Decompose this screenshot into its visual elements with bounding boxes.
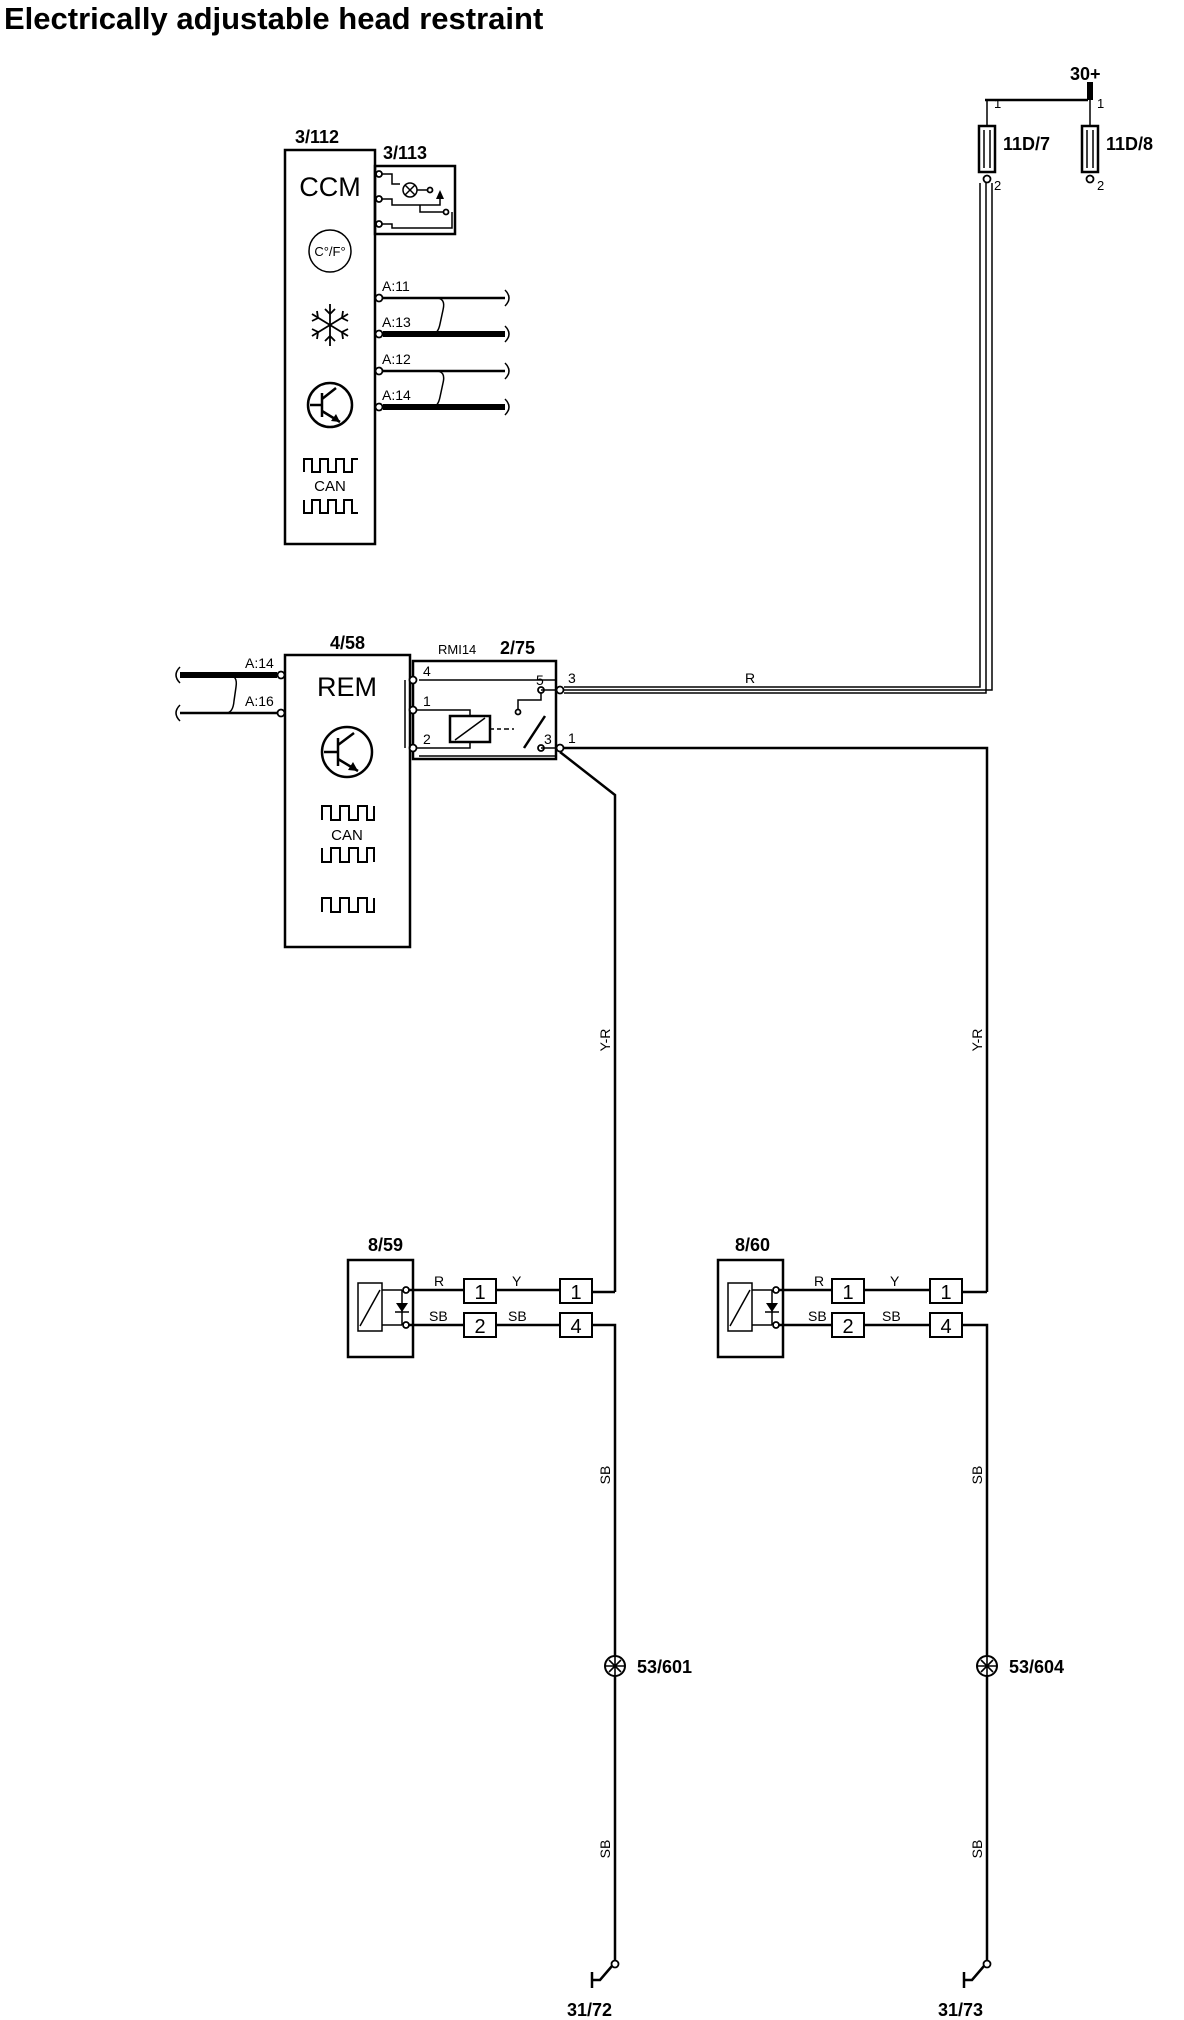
splice-label: 53/604: [1009, 1657, 1064, 1677]
wire-color-label: Y: [512, 1273, 522, 1289]
ccm-pin-label: A:13: [382, 314, 411, 330]
can-bus-icon: [321, 805, 375, 913]
splice-53-601: 53/601: [604, 1655, 692, 1677]
motor-ref-label: 8/59: [368, 1235, 403, 1255]
rem-can-label: CAN: [331, 827, 363, 844]
ccm-subcomponent-3-113: 3/113: [373, 143, 457, 236]
ccm-box: [283, 148, 377, 546]
can-bus-icon: [303, 458, 358, 514]
ccm-sub-ref-label: 3/113: [383, 143, 427, 163]
connector-pin-label: 1: [474, 1282, 485, 1304]
fuse-pin-label: 1: [1097, 96, 1104, 111]
rem-label: REM: [317, 672, 377, 702]
fuse-pin-label: 2: [1097, 178, 1104, 193]
splice-label: 53/601: [637, 1657, 692, 1677]
motor-symbol: [727, 1282, 753, 1332]
fuse-body: [977, 124, 997, 174]
ground-icon: [592, 1965, 613, 1982]
relay-pin-label: 1: [568, 730, 576, 746]
wire-color-label: SB: [429, 1308, 448, 1324]
ccm-can-label: CAN: [314, 478, 346, 495]
ccm-module: 3/112 CCM C°/F°: [283, 127, 510, 546]
wire-color-label: SB: [597, 1840, 613, 1859]
connector-pin-label: 1: [842, 1282, 853, 1304]
connector-pin-label: 1: [940, 1282, 951, 1304]
motor-box: [716, 1258, 785, 1359]
ground-31-73: 31/73: [938, 1959, 992, 2020]
motor-8-59: 8/59 R SB 1 2 Y SB 1 4: [346, 1235, 617, 1962]
wire-color-label: SB: [597, 1466, 613, 1485]
diode-icon: [766, 1303, 778, 1312]
connector-pin-label: 4: [940, 1316, 951, 1338]
relay-pin-label: 4: [423, 663, 431, 679]
wire-color-label: Y: [890, 1273, 900, 1289]
fuse-body: [1080, 124, 1100, 174]
rem-pin-label: A:14: [245, 655, 274, 671]
ccm-pin-label: A:11: [382, 278, 410, 294]
relay-pin-label: 5: [536, 672, 544, 688]
temperature-unit-label: C°/F°: [314, 244, 345, 259]
transistor-icon: [306, 381, 354, 429]
diode-icon: [396, 1303, 408, 1312]
rem-pins: A:14 A:16: [175, 655, 286, 722]
ground-wire-labels: SB SB SB SB: [597, 1466, 985, 1859]
snowflake-icon: [311, 304, 349, 346]
fuse-pin-label: 2: [994, 178, 1001, 193]
connector-pin-label: 2: [474, 1316, 485, 1338]
fuse-ref-label: 11D/8: [1106, 134, 1153, 154]
ccm-ref-label: 3/112: [295, 127, 339, 147]
motor-8-60: 8/60 R SB 1 2 Y SB 1 4: [716, 1235, 989, 1962]
rem-module: 4/58 REM CAN A:14 A:16: [175, 633, 412, 949]
diagram-title: Electrically adjustable head restraint: [4, 1, 544, 36]
supply-section: 30+ 1 2 11D/7 1 2 11D/8: [977, 64, 1153, 193]
ccm-can-wires: [383, 289, 510, 416]
wire-color-label: SB: [882, 1308, 901, 1324]
temperature-unit-icon: [308, 229, 352, 273]
motor-box: [346, 1258, 415, 1359]
ccm-pins: A:11 A:13 A:12 A:14: [374, 278, 411, 412]
ground-31-72: 31/72: [567, 1959, 620, 2020]
wire-color-label: Y-R: [969, 1029, 985, 1052]
connector-pin-label: 2: [842, 1316, 853, 1338]
rem-pin-label: A:16: [245, 693, 274, 709]
ground-icon: [964, 1965, 985, 1982]
ccm-pin-label: A:12: [382, 351, 411, 367]
ground-label: 31/72: [567, 2000, 612, 2020]
splice-53-604: 53/604: [976, 1655, 1064, 1677]
connector-pin-label: 4: [570, 1316, 581, 1338]
relay-label: RMI14: [438, 642, 476, 657]
fuse-ref-label: 11D/7: [1003, 134, 1050, 154]
wire-color-label: SB: [808, 1308, 827, 1324]
fuse-11d-7: 1 2 11D/7: [977, 96, 1050, 193]
fuse-pin-label: 1: [994, 96, 1001, 111]
wire-color-label: SB: [969, 1466, 985, 1485]
supply-wire-r: R: [564, 183, 993, 694]
supply-terminal-label: 30+: [1070, 64, 1101, 84]
wire-color-label: SB: [969, 1840, 985, 1859]
relay-2-75: RMI14 2/75 4 1 2 5 3 3 1: [404, 638, 576, 761]
relay-pin-label: 3: [544, 731, 552, 747]
ccm-pin-label: A:14: [382, 387, 411, 403]
ground-label: 31/73: [938, 2000, 983, 2020]
wire-color-label: R: [434, 1273, 444, 1289]
relay-ref-label: 2/75: [500, 638, 535, 658]
motor-symbol: [357, 1282, 383, 1332]
rem-box: [283, 653, 412, 949]
fuse-11d-8: 1 2 11D/8: [1080, 96, 1153, 193]
transistor-icon: [320, 725, 374, 779]
wire-color-label: R: [814, 1273, 824, 1289]
ccm-label: CCM: [299, 172, 361, 202]
rem-ref-label: 4/58: [330, 633, 365, 653]
connector-pin-label: 1: [570, 1282, 581, 1304]
motor-ref-label: 8/60: [735, 1235, 770, 1255]
wire-color-label: SB: [508, 1308, 527, 1324]
relay-pin-label: 1: [423, 693, 431, 709]
wire-color-label: Y-R: [597, 1029, 613, 1052]
relay-pin-label: 3: [568, 670, 576, 686]
relay-output-wires: Y-R Y-R: [559, 746, 989, 1292]
relay-pin-label: 2: [423, 731, 431, 747]
wire-color-label: R: [745, 670, 755, 686]
